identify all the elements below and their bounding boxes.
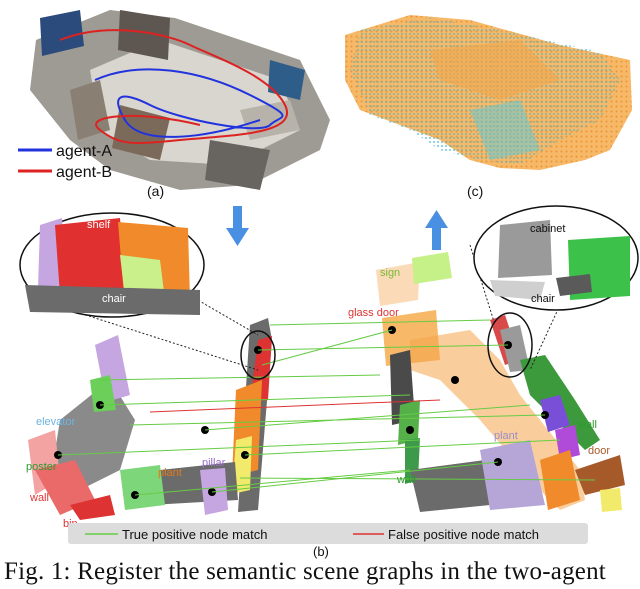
label-plant-right: plant — [494, 430, 518, 442]
label-wall-left: wall — [29, 492, 49, 504]
true-match-line — [129, 414, 546, 426]
panel-c-pointcloud — [345, 15, 632, 170]
label-wall-right-bottom: wall — [396, 474, 416, 486]
zoom-left-marker — [240, 330, 276, 380]
true-match-label: True positive node match — [122, 527, 267, 542]
true-match-line — [211, 461, 499, 493]
zoom-left-shelf-label: shelf — [87, 219, 111, 231]
label-glass-door: glass door — [348, 307, 399, 319]
right-labels: sign glass door wall door plant wall — [348, 267, 610, 486]
false-match-label: False positive node match — [388, 527, 539, 542]
true-match-line — [134, 469, 411, 496]
true-match-line — [244, 439, 561, 456]
zoom-left: shelf chair — [19, 212, 276, 380]
label-poster: poster — [26, 461, 57, 473]
zoom-right-marker — [487, 312, 533, 378]
graph-nodes — [54, 326, 549, 499]
node-right-center — [451, 376, 459, 384]
agent-a-label: agent-A — [56, 143, 112, 160]
zoom-right-chair-label: chair — [531, 293, 555, 305]
label-sign: sign — [380, 267, 400, 279]
true-match-line — [269, 319, 491, 326]
true-match-line — [99, 374, 381, 381]
agent-b-label: agent-B — [56, 164, 112, 181]
true-match-line — [57, 439, 421, 456]
legend-a: agent-A agent-B — [18, 143, 112, 181]
zoom-right: cabinet chair — [469, 205, 639, 378]
false-match-line — [149, 399, 441, 413]
node-right-wall — [406, 426, 414, 434]
legend-b: True positive node match False positive … — [68, 523, 588, 544]
left-labels: elevator poster wall bin plant pillar — [26, 416, 226, 530]
panel-a-mesh — [30, 10, 330, 190]
true-match-line — [261, 329, 393, 366]
true-match-line — [204, 404, 531, 431]
true-match-line — [257, 344, 509, 351]
panel-b-label: (b) — [313, 544, 329, 559]
label-door: door — [588, 445, 610, 457]
true-match-line — [99, 394, 411, 406]
trajectory-agent-a — [94, 68, 284, 138]
label-pillar: pillar — [202, 457, 226, 469]
left-scene-map — [28, 318, 272, 520]
down-arrow — [226, 206, 249, 246]
match-lines — [57, 319, 596, 496]
label-elevator: elevator — [36, 416, 75, 428]
panel-c-label: (c) — [467, 183, 483, 199]
trajectory-agent-b — [59, 29, 288, 144]
zoom-left-chair-label: chair — [102, 293, 126, 305]
zoom-right-cabinet-label: cabinet — [530, 223, 565, 235]
true-match-line — [239, 477, 596, 481]
up-arrow — [425, 210, 448, 250]
figure-caption: Fig. 1: Register the semantic scene grap… — [4, 558, 606, 585]
label-plant-left: plant — [158, 467, 182, 479]
label-wall-right-top: wall — [577, 419, 597, 431]
panel-a-label: (a) — [147, 183, 164, 199]
